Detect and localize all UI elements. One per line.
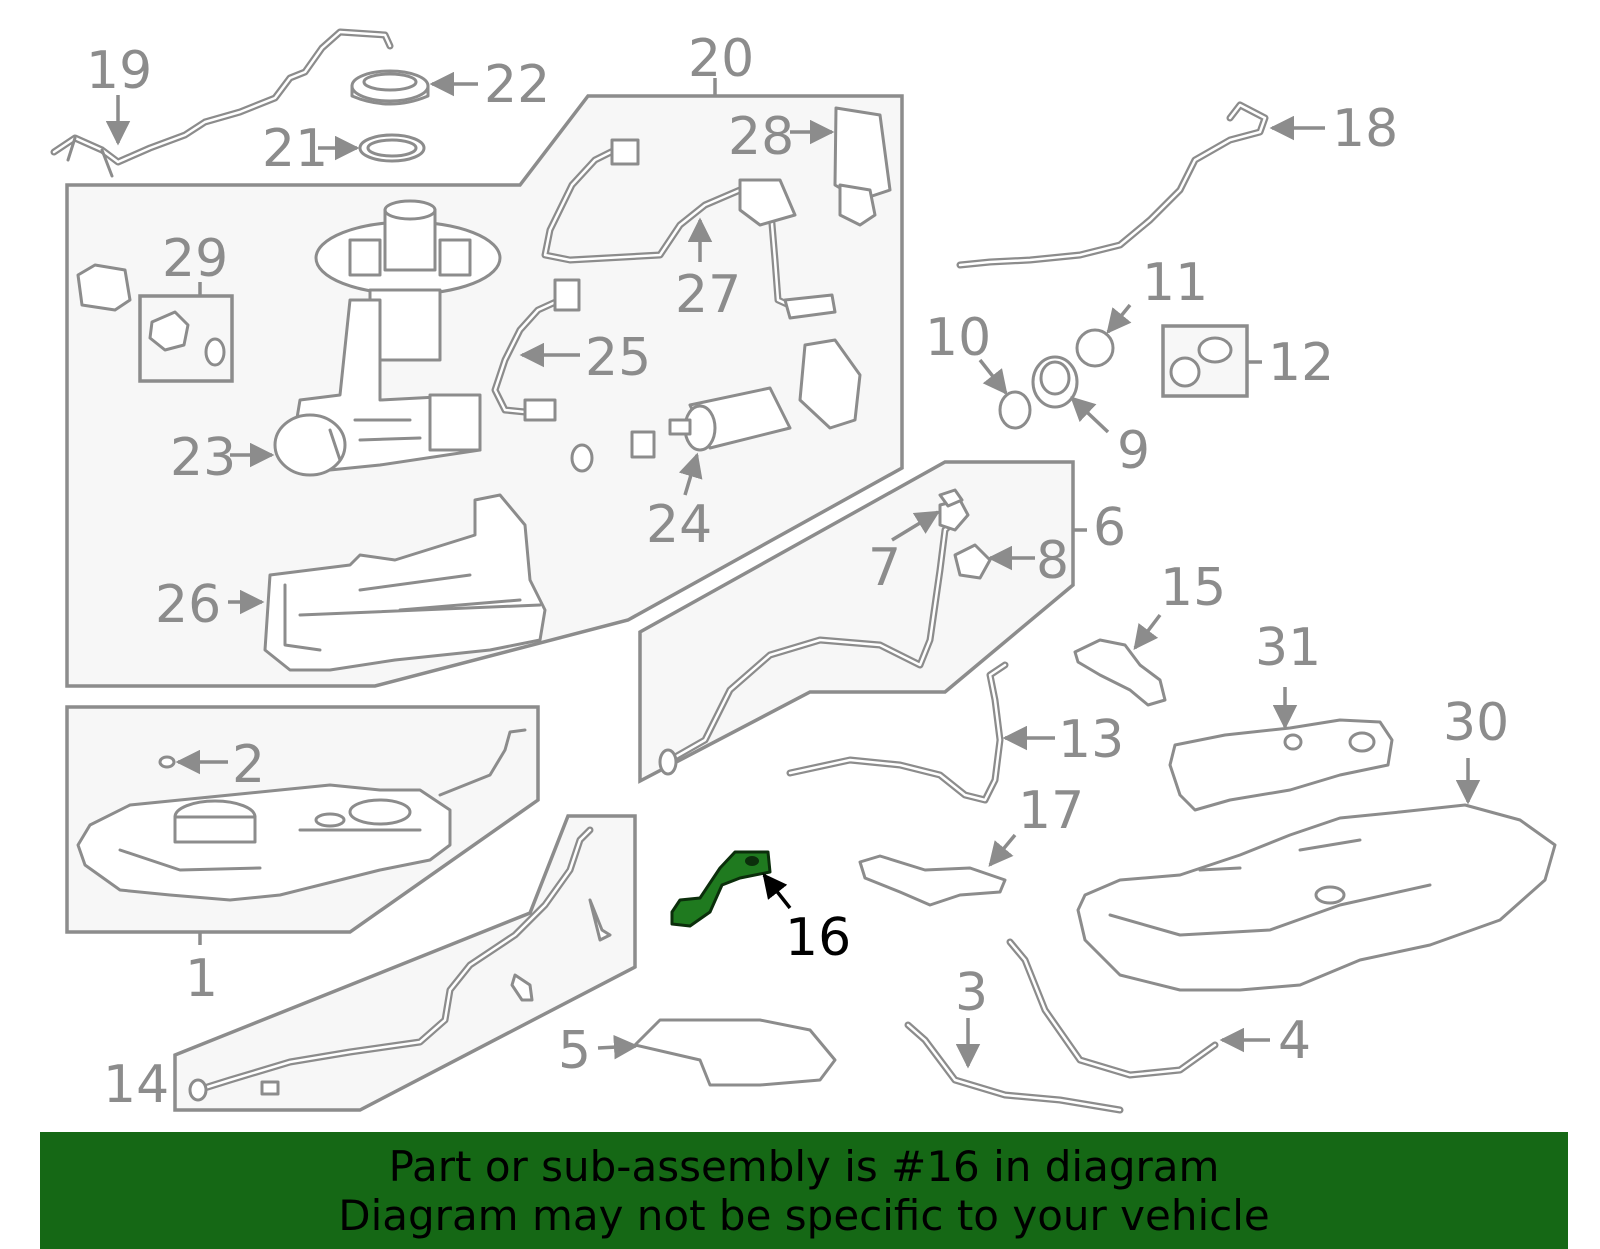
callout-7: 7 <box>868 538 901 598</box>
callout-24: 24 <box>646 495 712 555</box>
banner-line-2: Diagram may not be specific to your vehi… <box>338 1190 1270 1240</box>
part-29-fitting <box>76 263 226 367</box>
callout-15: 15 <box>1160 558 1226 618</box>
part-11-ring <box>1075 328 1115 368</box>
part-28-relay <box>833 106 892 227</box>
part-26-reservoir <box>263 493 547 672</box>
callout-20: 20 <box>688 29 754 89</box>
banner-line-1: Part or sub-assembly is #16 in diagram <box>388 1141 1220 1191</box>
callout-12: 12 <box>1268 333 1334 393</box>
part-14-tube <box>188 826 612 1102</box>
callout-22: 22 <box>484 55 550 115</box>
callout-6: 6 <box>1093 498 1126 558</box>
leader-lines <box>105 71 1481 1069</box>
part-5-protector <box>633 1018 837 1087</box>
callout-17: 17 <box>1018 781 1084 841</box>
part-17-bracket <box>858 854 1007 907</box>
part-13-wire <box>786 661 1009 804</box>
callout-25: 25 <box>585 328 651 388</box>
callout-31: 31 <box>1255 618 1321 678</box>
callout-labels: 19 22 21 20 29 28 27 25 23 24 26 2 1 14 … <box>86 29 1509 1115</box>
callout-30: 30 <box>1443 693 1509 753</box>
callout-18: 18 <box>1332 99 1398 159</box>
callout-3: 3 <box>955 963 988 1023</box>
callout-8: 8 <box>1036 531 1069 591</box>
group-box-14 <box>173 814 637 1112</box>
part-24-fuel-pump <box>570 338 862 473</box>
callout-9: 9 <box>1117 421 1150 481</box>
part-12-contents <box>1169 336 1233 388</box>
callout-29: 29 <box>162 229 228 289</box>
callout-23: 23 <box>170 428 236 488</box>
part-30-tank <box>1076 803 1557 992</box>
callout-21: 21 <box>262 119 328 179</box>
callout-11: 11 <box>1142 253 1208 313</box>
callout-10: 10 <box>925 308 991 368</box>
info-banner: Part or sub-assembly is #16 in diagram D… <box>40 1132 1568 1249</box>
part-19-vent-tube <box>50 28 394 178</box>
part-22-lock-ring <box>350 69 430 106</box>
callout-19: 19 <box>86 41 152 101</box>
part-2-plug <box>158 755 176 769</box>
part-21-gasket <box>358 133 426 163</box>
callout-13: 13 <box>1058 710 1124 770</box>
part-27-sender <box>541 138 837 320</box>
callout-4: 4 <box>1278 1011 1311 1071</box>
callout-28: 28 <box>728 107 794 167</box>
callout-14: 14 <box>103 1055 169 1115</box>
part-25-harness <box>491 278 581 422</box>
callout-2: 2 <box>232 735 265 795</box>
part-4-strap <box>1006 938 1219 1079</box>
callout-5: 5 <box>558 1021 591 1081</box>
part-6-filler-pipe <box>658 488 992 776</box>
part-1-fuel-tank <box>76 728 527 902</box>
part-9-cap <box>1031 355 1079 409</box>
part-3-strap <box>904 1021 1124 1114</box>
part-23-pump-module <box>273 199 502 477</box>
callout-27: 27 <box>675 265 741 325</box>
part-18-vent-tube <box>956 101 1269 269</box>
callout-1: 1 <box>185 949 218 1009</box>
part-10-ring <box>998 390 1032 430</box>
part-15-bracket <box>1073 638 1167 707</box>
callout-16-highlighted: 16 <box>785 908 851 968</box>
part-31-insulator <box>1168 718 1394 812</box>
callout-26: 26 <box>155 575 221 635</box>
part-16-highlighted-bracket[interactable] <box>670 850 772 928</box>
group-box-20 <box>65 94 904 688</box>
